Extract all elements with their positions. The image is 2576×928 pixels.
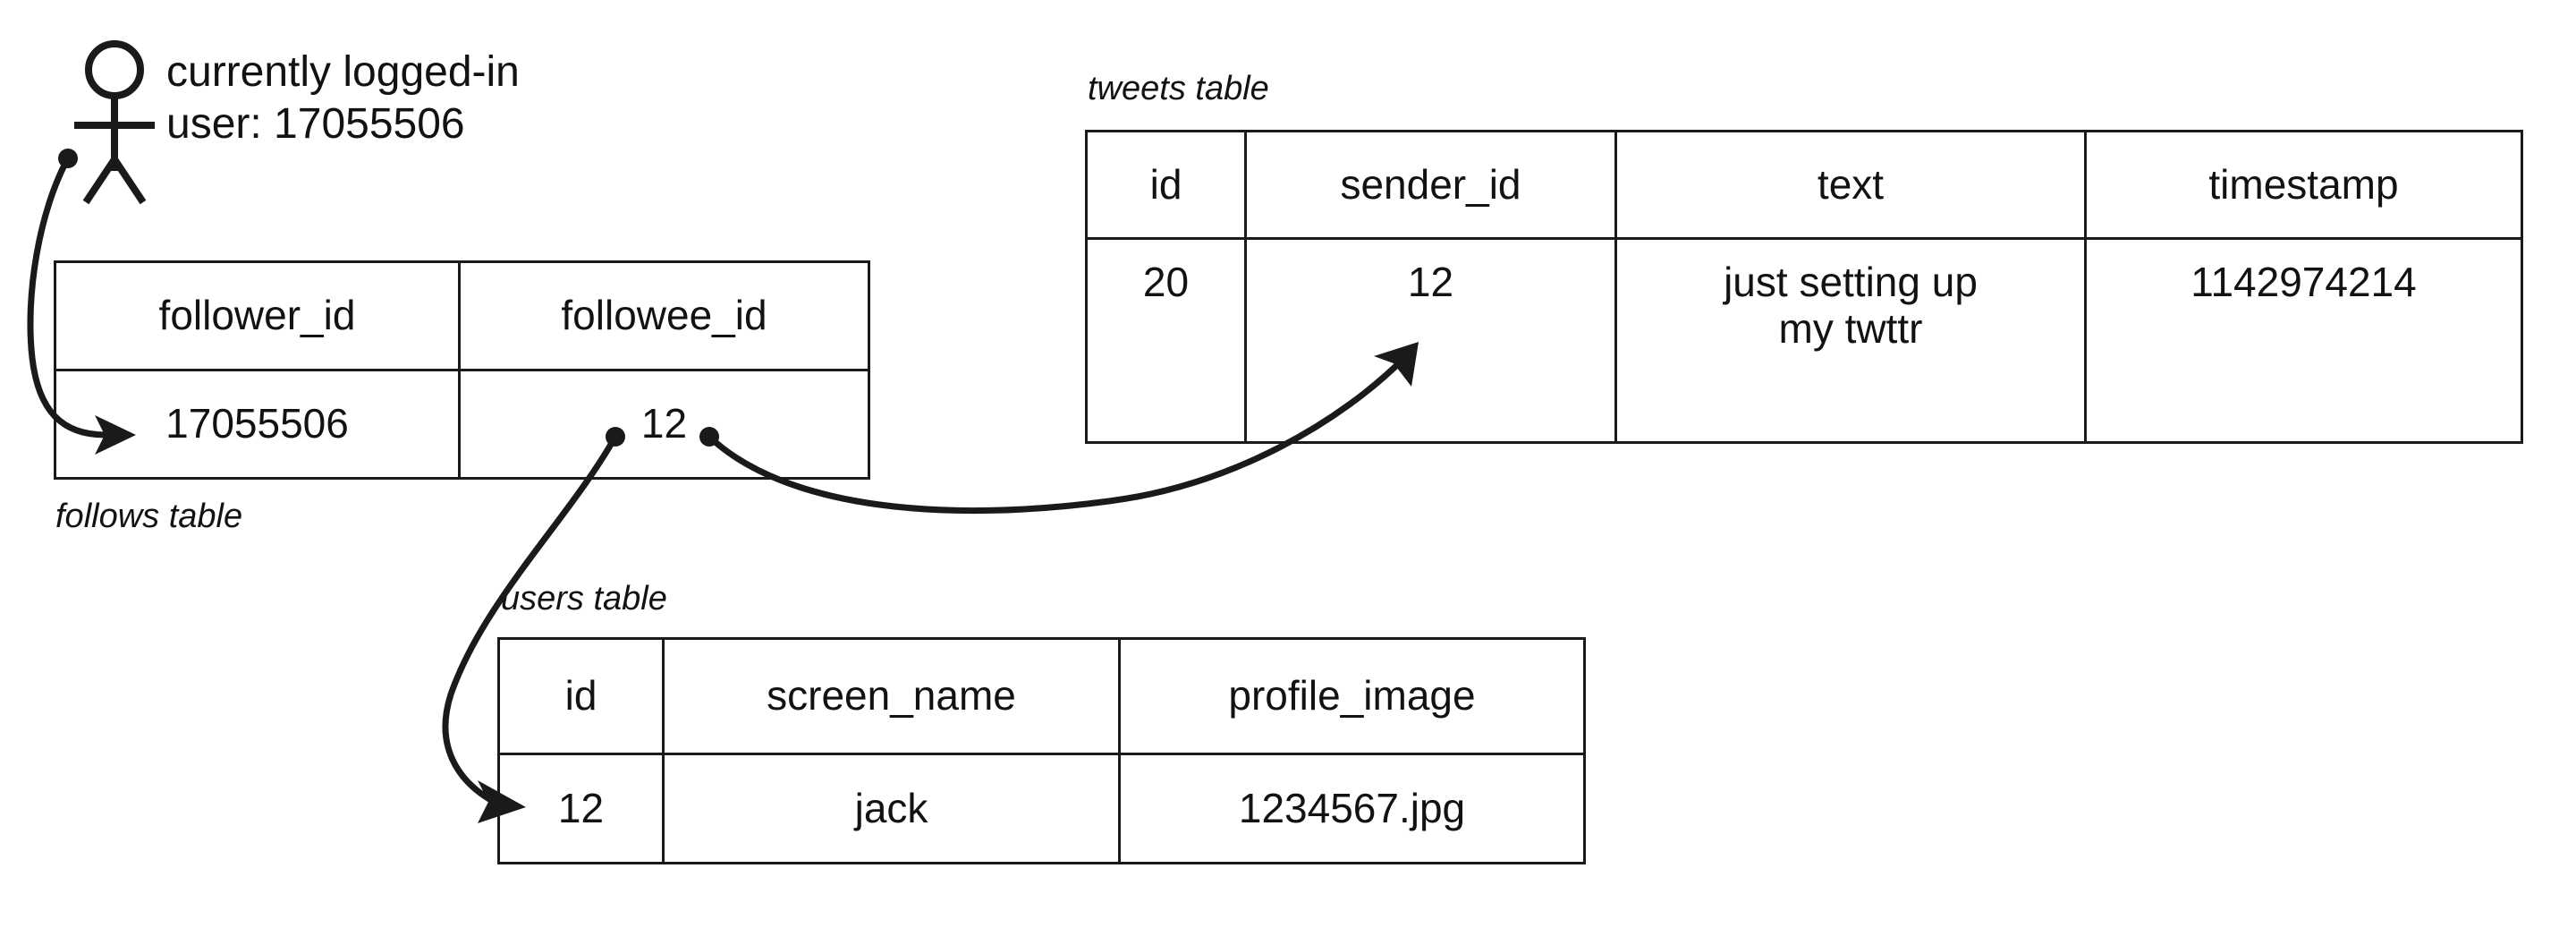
logged-in-user-label-line1: currently logged-in bbox=[166, 48, 520, 96]
cell-follower-id: 17055506 bbox=[54, 369, 461, 480]
column-header-followee-id: followee_id bbox=[458, 260, 870, 371]
tweets-table-caption: tweets table bbox=[1088, 70, 1269, 107]
users-table: id screen_name profile_image 12 jack 123… bbox=[497, 637, 1586, 864]
stick-figure-user-icon bbox=[74, 40, 155, 205]
table-header-row: id screen_name profile_image bbox=[497, 637, 1586, 755]
cell-tweet-text: just setting up my twttr bbox=[1614, 237, 2087, 444]
cell-tweet-sender-id: 12 bbox=[1244, 237, 1617, 444]
column-header-profile-image: profile_image bbox=[1118, 637, 1586, 755]
cell-profile-image: 1234567.jpg bbox=[1118, 753, 1586, 864]
column-header-screen-name: screen_name bbox=[662, 637, 1121, 755]
column-header-follower-id: follower_id bbox=[54, 260, 461, 371]
cell-user-id: 12 bbox=[497, 753, 665, 864]
column-header-sender-id: sender_id bbox=[1244, 130, 1617, 240]
table-row: 12 jack 1234567.jpg bbox=[497, 753, 1586, 864]
cell-tweet-id: 20 bbox=[1085, 237, 1247, 444]
table-header-row: follower_id followee_id bbox=[54, 260, 870, 371]
follows-table-caption: follows table bbox=[55, 498, 243, 535]
table-header-row: id sender_id text timestamp bbox=[1085, 130, 2523, 240]
logged-in-user-label-line2: user: 17055506 bbox=[166, 99, 465, 148]
users-table-caption: users table bbox=[501, 580, 667, 617]
cell-followee-id: 12 bbox=[458, 369, 870, 480]
column-header-timestamp: timestamp bbox=[2084, 130, 2523, 240]
table-row: 20 12 just setting up my twttr 114297421… bbox=[1085, 237, 2523, 444]
column-header-text: text bbox=[1614, 130, 2087, 240]
cell-screen-name: jack bbox=[662, 753, 1121, 864]
column-header-user-id: id bbox=[497, 637, 665, 755]
tweets-table: id sender_id text timestamp 20 12 just s… bbox=[1085, 130, 2523, 444]
logged-in-user-label: currently logged-in user: 17055506 bbox=[166, 47, 520, 149]
follows-table: follower_id followee_id 17055506 12 bbox=[54, 260, 870, 480]
column-header-id: id bbox=[1085, 130, 1247, 240]
cell-tweet-timestamp: 1142974214 bbox=[2084, 237, 2523, 444]
table-row: 17055506 12 bbox=[54, 369, 870, 480]
